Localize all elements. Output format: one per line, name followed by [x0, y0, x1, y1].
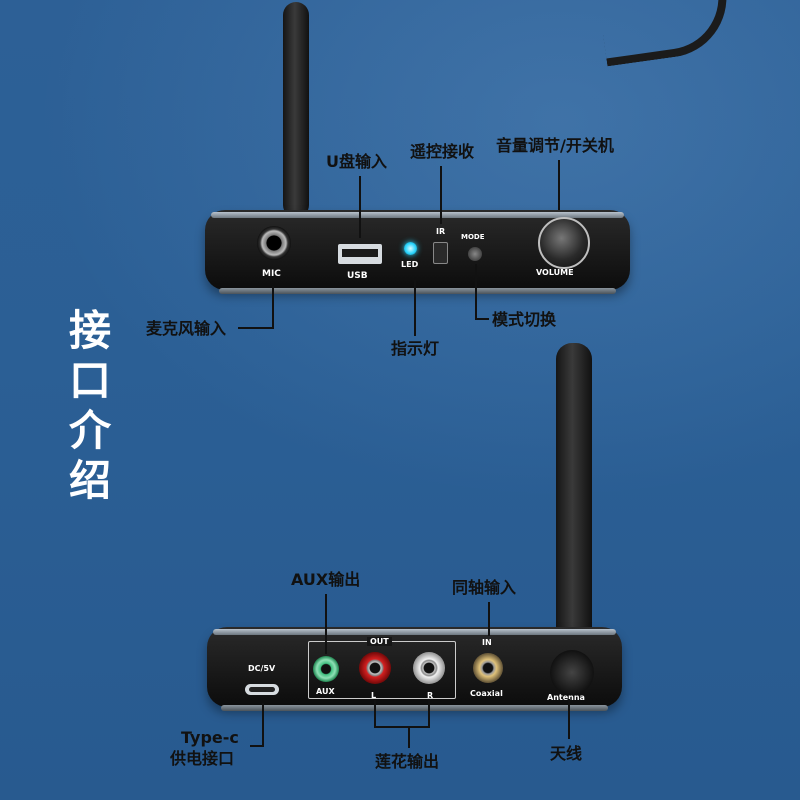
usb-port[interactable] [338, 244, 382, 264]
led-label: LED [401, 260, 419, 269]
antenna-port-label: Antenna [547, 693, 585, 702]
l-label: L [371, 691, 377, 700]
aux-jack[interactable] [313, 656, 339, 682]
mode-callout-line-v [475, 264, 477, 320]
coaxial-callout-line [488, 602, 490, 636]
ir-callout-line [440, 166, 442, 224]
typec-port[interactable] [245, 684, 279, 695]
usb-port-inner [342, 249, 378, 257]
rca-callout-left [374, 700, 376, 728]
out-label: OUT [367, 637, 392, 646]
antenna-callout: 天线 [550, 744, 583, 763]
mode-switch-callout: 模式切换 [492, 310, 557, 329]
volume-power-callout: 音量调节/开关机 [496, 136, 614, 155]
usb-label: USB [347, 271, 368, 281]
aux-callout-line [325, 594, 327, 654]
led-indicator [404, 242, 417, 255]
dc-label: DC/5V [248, 664, 276, 673]
coaxial-jack[interactable] [473, 653, 503, 683]
top-antenna [283, 2, 309, 218]
typec-callout-line-v [262, 703, 264, 747]
mic-jack[interactable] [257, 226, 291, 260]
ir-label: IR [436, 227, 446, 236]
back-panel-bottom-rim [221, 705, 608, 711]
rca-callout-right [428, 700, 430, 728]
rca-output-callout: 莲花输出 [375, 752, 440, 771]
coaxial-input-callout: 同轴输入 [452, 578, 517, 597]
ir-receiver-callout: 遥控接收 [410, 142, 475, 161]
antenna-callout-line [568, 699, 570, 739]
mic-input-callout: 麦克风输入 [146, 319, 227, 338]
volume-callout-line [558, 160, 560, 210]
rca-callout-bar [374, 726, 430, 728]
mic-label: MIC [262, 269, 281, 279]
usb-input-callout: U盘输入 [326, 152, 387, 171]
rca-right-jack[interactable] [413, 652, 445, 684]
front-panel-bottom-rim [219, 288, 616, 294]
mode-callout-line-h [475, 318, 489, 320]
front-panel-rim [211, 212, 624, 218]
side-antenna-base [550, 650, 594, 695]
coaxial-label: Coaxial [470, 689, 503, 698]
typec-callout-line-h [250, 745, 264, 747]
indicator-light-callout: 指示灯 [391, 339, 440, 358]
mode-label: MODE [461, 233, 485, 241]
side-title: 接口介绍 [68, 306, 111, 505]
mic-callout-line-v [272, 286, 274, 329]
typec-callout-line2: 供电接口 [170, 749, 235, 768]
in-label: IN [482, 638, 492, 647]
ir-receiver-window [433, 242, 448, 264]
aux-label: AUX [316, 687, 335, 696]
led-callout-line [414, 280, 416, 336]
typec-callout-line1: Type-c [181, 728, 239, 747]
usb-callout-line [359, 176, 361, 238]
mode-button[interactable] [468, 247, 482, 261]
typec-port-inner [249, 687, 275, 692]
rca-callout-stem [408, 726, 410, 748]
r-label: R [427, 691, 434, 700]
back-panel-rim [213, 629, 616, 635]
rca-left-jack[interactable] [359, 652, 391, 684]
mic-callout-line-h [238, 327, 274, 329]
volume-label: VOLUME [536, 268, 574, 277]
volume-knob[interactable] [538, 217, 590, 269]
aux-output-callout: AUX输出 [291, 570, 361, 589]
